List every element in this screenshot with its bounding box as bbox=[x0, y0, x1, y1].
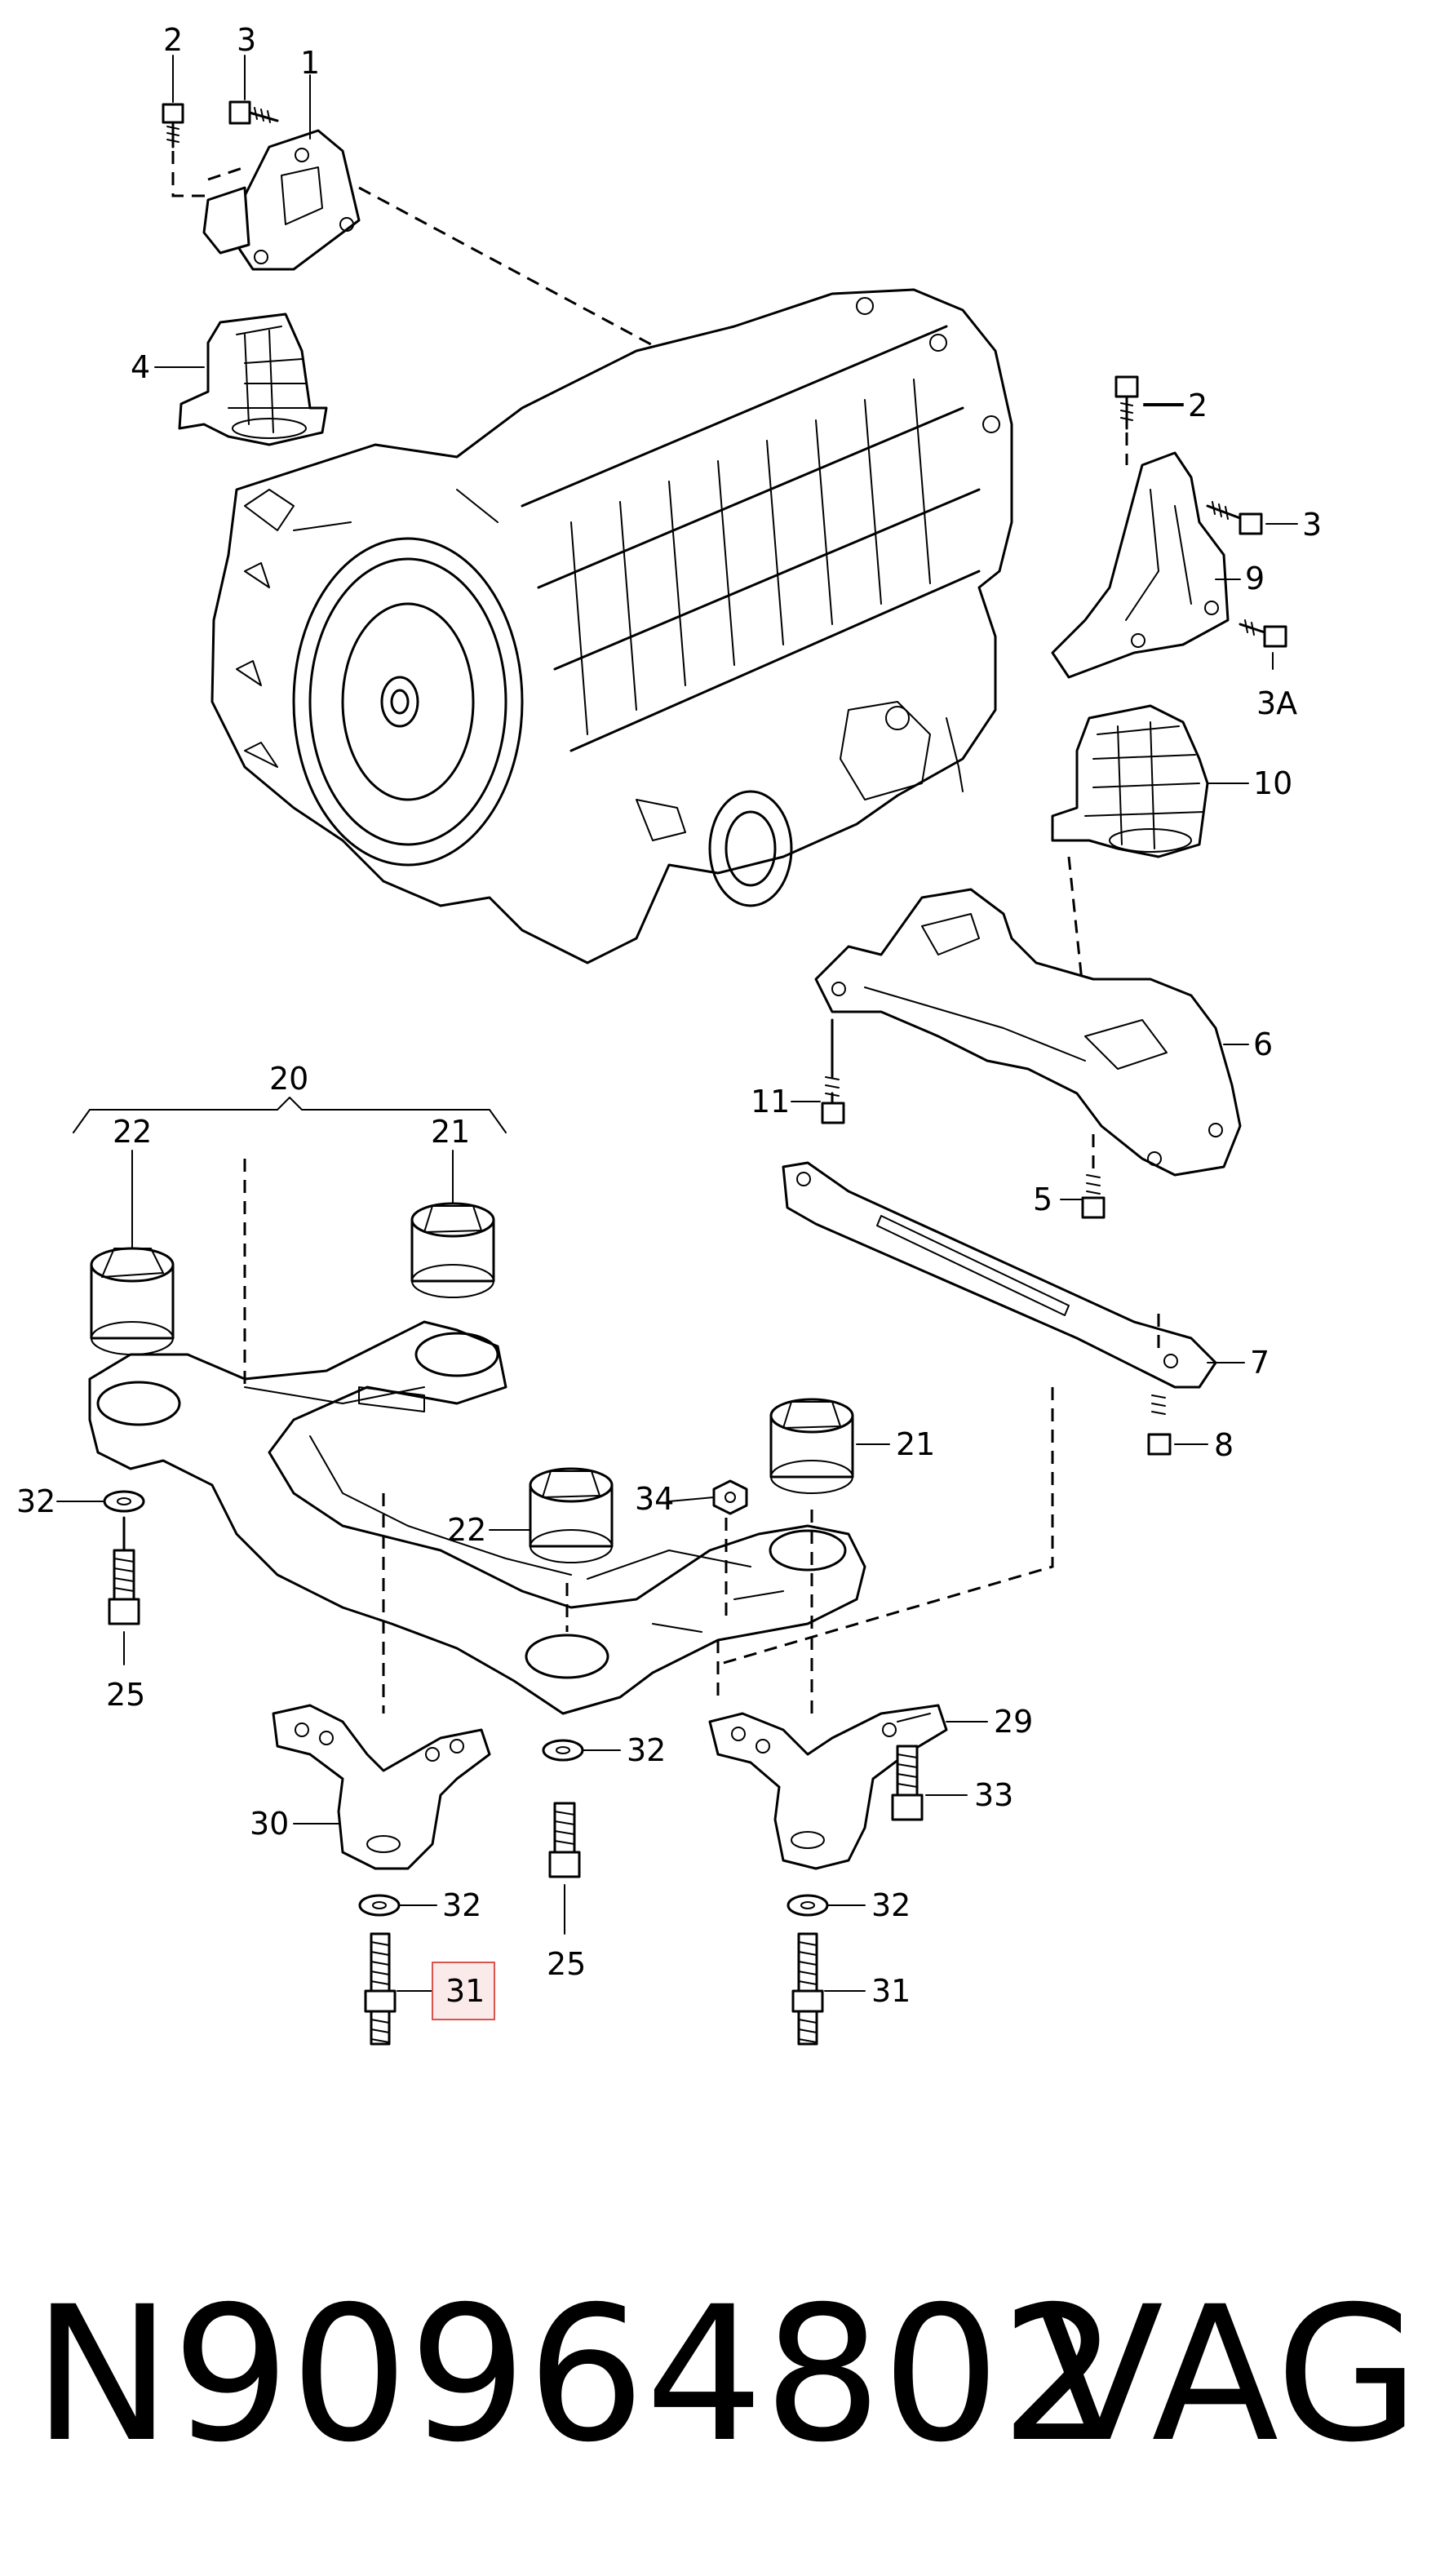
washer-32-lower-right bbox=[787, 1894, 829, 1917]
callout-21-right: 21 bbox=[896, 1426, 935, 1462]
bolt-8 bbox=[1147, 1394, 1172, 1456]
callout-25-center: 25 bbox=[547, 1946, 586, 1982]
callout-32-left: 32 bbox=[16, 1483, 55, 1519]
bolt-25-left bbox=[108, 1516, 140, 1625]
callout-3-top: 3 bbox=[237, 22, 256, 58]
callout-10: 10 bbox=[1253, 765, 1292, 801]
callout-22-center: 22 bbox=[447, 1512, 486, 1548]
callout-2-right: 2 bbox=[1188, 388, 1208, 423]
bushing-22-left bbox=[90, 1247, 175, 1355]
bolt-11 bbox=[821, 1018, 845, 1124]
bushing-21-right bbox=[769, 1398, 854, 1494]
callout-34: 34 bbox=[635, 1481, 674, 1517]
stud-31-right bbox=[791, 1932, 824, 2046]
engine-mount-10 bbox=[1051, 704, 1209, 858]
crossmember-6 bbox=[814, 888, 1242, 1177]
callout-4: 4 bbox=[131, 349, 150, 385]
transmission-housing bbox=[210, 288, 1013, 964]
washer-32-lower-left bbox=[358, 1894, 401, 1917]
highlight-box-31 bbox=[432, 1962, 495, 2020]
bolt-3-top bbox=[228, 100, 279, 125]
bracket-30 bbox=[272, 1704, 491, 1870]
callout-3-right: 3 bbox=[1302, 507, 1322, 543]
callout-32-center: 32 bbox=[627, 1732, 666, 1768]
bolt-2-right bbox=[1114, 375, 1139, 430]
callout-5: 5 bbox=[1033, 1182, 1052, 1217]
callout-2-top: 2 bbox=[163, 22, 183, 58]
callout-25-left: 25 bbox=[106, 1677, 145, 1713]
strap-7 bbox=[782, 1161, 1217, 1389]
callout-1: 1 bbox=[300, 45, 320, 81]
washer-32-left bbox=[103, 1490, 145, 1513]
bolt-3-right bbox=[1206, 501, 1263, 535]
bushing-22-center bbox=[529, 1467, 614, 1563]
callout-33: 33 bbox=[974, 1777, 1013, 1813]
bracket-1 bbox=[202, 129, 361, 271]
bracket-29 bbox=[708, 1704, 948, 1870]
engine-mount-4 bbox=[178, 313, 328, 446]
callout-32-lower-right: 32 bbox=[871, 1887, 911, 1923]
bolt-25-center bbox=[548, 1802, 581, 1878]
bolt-33 bbox=[891, 1745, 924, 1821]
callout-3A: 3A bbox=[1256, 685, 1297, 721]
leader-lines bbox=[56, 55, 1298, 1992]
callout-31-right: 31 bbox=[871, 1973, 911, 2009]
stud-31-left bbox=[364, 1932, 397, 2046]
bracket-9 bbox=[1051, 451, 1230, 679]
washer-32-center bbox=[542, 1739, 584, 1762]
nut-34 bbox=[712, 1479, 748, 1515]
callout-8: 8 bbox=[1214, 1427, 1234, 1463]
callout-30: 30 bbox=[250, 1806, 289, 1842]
callout-6: 6 bbox=[1253, 1026, 1273, 1062]
callout-20: 20 bbox=[269, 1061, 308, 1097]
callout-31-left: 31 bbox=[445, 1973, 485, 2009]
callout-32-lower-left: 32 bbox=[442, 1887, 481, 1923]
part-number: N90964802 bbox=[33, 2266, 1119, 2483]
callout-29: 29 bbox=[994, 1704, 1033, 1740]
caption: N90964802 VAG bbox=[33, 2277, 1420, 2472]
callout-11: 11 bbox=[751, 1084, 790, 1120]
bolt-3A-right bbox=[1239, 619, 1287, 648]
brand-name: VAG bbox=[1035, 2266, 1420, 2483]
callout-7: 7 bbox=[1250, 1345, 1270, 1381]
callout-9: 9 bbox=[1245, 561, 1265, 596]
bolt-2-top bbox=[162, 103, 184, 149]
callout-21-left: 21 bbox=[431, 1114, 470, 1150]
subframe bbox=[88, 1320, 866, 1715]
callout-labels: 1 2 3 4 2 3 9 3A 10 6 11 5 7 8 20 22 21 … bbox=[16, 22, 1322, 2009]
bolt-5 bbox=[1081, 1134, 1106, 1219]
callout-22-left: 22 bbox=[113, 1114, 152, 1150]
bushing-21-left bbox=[410, 1202, 495, 1298]
